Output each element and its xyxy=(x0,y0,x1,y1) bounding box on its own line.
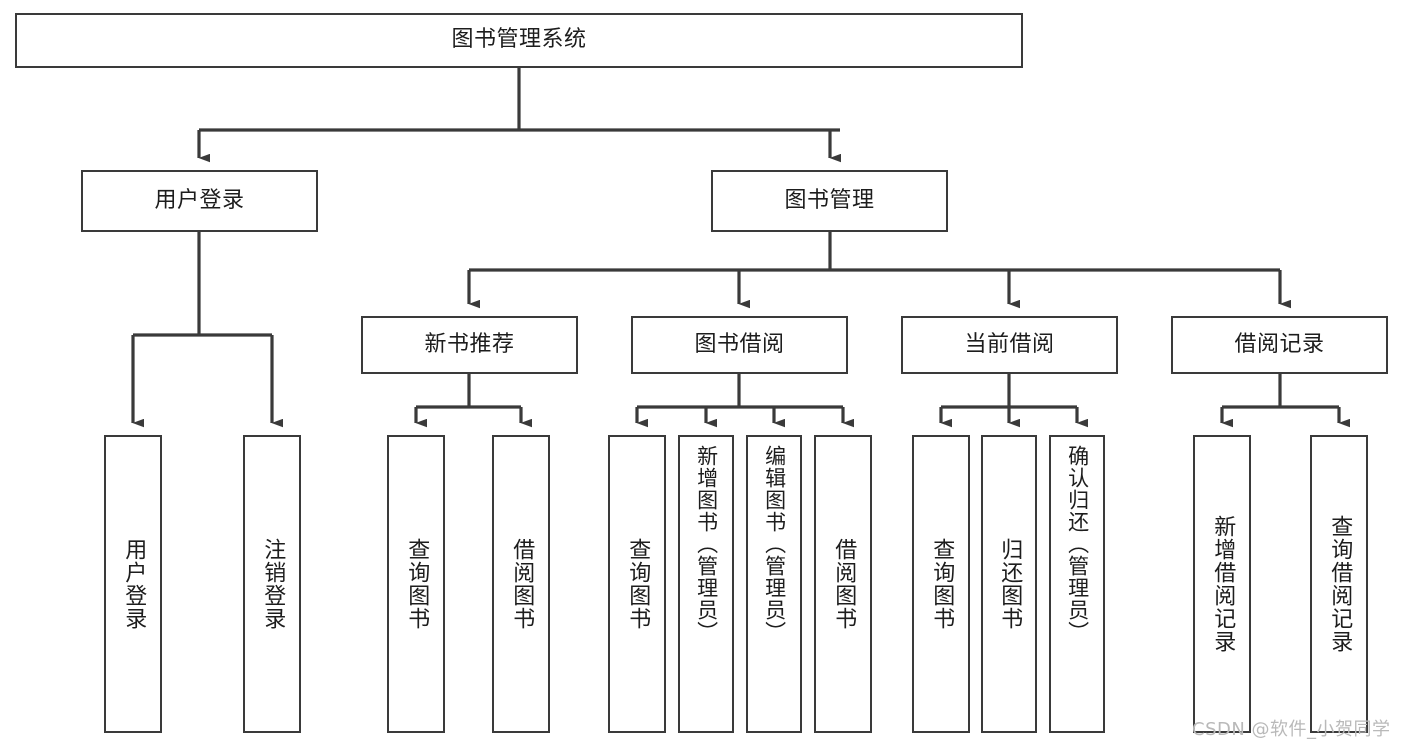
node-label: 查询图书 xyxy=(625,538,651,630)
node-label: 新书推荐 xyxy=(424,331,515,357)
leaf-add-record[interactable]: 新增借阅记录 xyxy=(1193,435,1251,733)
node-book-management[interactable]: 图书管理 xyxy=(711,170,948,232)
leaf-return-book[interactable]: 归还图书 xyxy=(981,435,1037,733)
leaf-add-book[interactable]: 新增图书（管理员） xyxy=(678,435,734,733)
node-label: 查询借阅记录 xyxy=(1327,515,1353,653)
leaf-query-book-3[interactable]: 查询图书 xyxy=(912,435,970,733)
leaf-query-book-2[interactable]: 查询图书 xyxy=(608,435,666,733)
node-label: 当前借阅 xyxy=(964,331,1055,357)
leaf-borrow-book-2[interactable]: 借阅图书 xyxy=(814,435,872,733)
node-root-system[interactable]: 图书管理系统 xyxy=(15,13,1023,68)
leaf-query-book-1[interactable]: 查询图书 xyxy=(387,435,445,733)
node-label: 图书管理 xyxy=(784,187,875,213)
node-label: 借阅图书 xyxy=(509,538,535,630)
leaf-borrow-book-1[interactable]: 借阅图书 xyxy=(492,435,550,733)
leaf-edit-book[interactable]: 编辑图书（管理员） xyxy=(746,435,802,733)
node-label: 借阅记录 xyxy=(1234,331,1325,357)
leaf-confirm-return[interactable]: 确认归还（管理员） xyxy=(1049,435,1105,733)
node-label: 图书管理系统 xyxy=(451,27,587,53)
node-borrow-record[interactable]: 借阅记录 xyxy=(1171,316,1388,374)
leaf-logout[interactable]: 注销登录 xyxy=(243,435,301,733)
node-label: 注销登录 xyxy=(260,538,286,630)
node-label: 归还图书 xyxy=(997,538,1023,630)
node-label: 确认归还（管理员） xyxy=(1065,445,1090,643)
node-current-borrow[interactable]: 当前借阅 xyxy=(901,316,1118,374)
node-label: 新增图书（管理员） xyxy=(694,445,719,643)
node-label: 新增借阅记录 xyxy=(1210,515,1236,653)
node-label: 查询图书 xyxy=(929,538,955,630)
leaf-user-login[interactable]: 用户登录 xyxy=(104,435,162,733)
leaf-query-record[interactable]: 查询借阅记录 xyxy=(1310,435,1368,733)
node-label: 借阅图书 xyxy=(831,538,857,630)
node-label: 用户登录 xyxy=(154,187,245,213)
node-book-borrow[interactable]: 图书借阅 xyxy=(631,316,848,374)
node-label: 查询图书 xyxy=(404,538,430,630)
node-label: 编辑图书（管理员） xyxy=(762,445,787,643)
node-user-login[interactable]: 用户登录 xyxy=(81,170,318,232)
node-label: 用户登录 xyxy=(121,538,147,630)
node-label: 图书借阅 xyxy=(694,331,785,357)
node-new-book-recommend[interactable]: 新书推荐 xyxy=(361,316,578,374)
